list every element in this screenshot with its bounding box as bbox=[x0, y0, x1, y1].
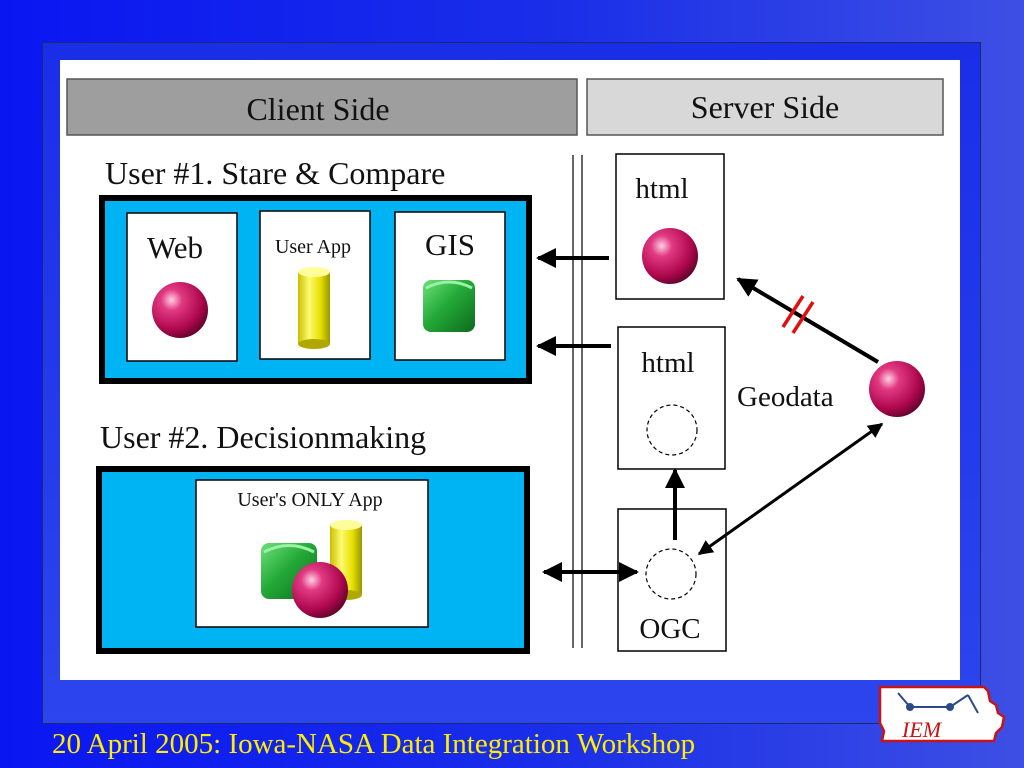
arrow-ogc-geodata bbox=[697, 422, 884, 556]
geodata-label: Geodata bbox=[737, 381, 834, 413]
web-sphere-icon bbox=[152, 282, 208, 338]
user1-title: User #1. Stare & Compare bbox=[105, 155, 445, 191]
footer-text: 20 April 2005: Iowa-NASA Data Integratio… bbox=[52, 728, 696, 760]
only-app-sphere-icon bbox=[292, 562, 348, 618]
server-side-header: Server Side bbox=[586, 78, 944, 136]
web-panel: Web bbox=[126, 212, 238, 362]
ogc-server-box: OGC bbox=[617, 508, 727, 652]
only-app-panel: User's ONLY App bbox=[195, 479, 429, 628]
html-label-1: html bbox=[635, 173, 688, 205]
only-app-label: User's ONLY App bbox=[237, 489, 382, 511]
server-side-label: Server Side bbox=[691, 89, 839, 125]
html-server-box-1: html bbox=[615, 153, 725, 300]
userapp-label: User App bbox=[275, 236, 351, 258]
html-label-2: html bbox=[641, 347, 694, 379]
gis-label: GIS bbox=[425, 227, 475, 262]
ogc-label: OGC bbox=[639, 613, 700, 645]
html-server-box-2: html bbox=[617, 326, 726, 470]
blocked-connection-mark bbox=[781, 295, 815, 334]
client-side-header: Client Side bbox=[66, 78, 578, 136]
user-app-panel: User App bbox=[259, 210, 371, 360]
ogc-dashed-placeholder-icon bbox=[645, 548, 697, 600]
geodata-sphere-icon bbox=[869, 361, 925, 417]
client-side-label: Client Side bbox=[246, 91, 389, 127]
architecture-diagram: Client Side Server Side User #1. Stare &… bbox=[66, 78, 944, 654]
logo-network-icon bbox=[897, 692, 979, 714]
user2-title: User #2. Decisionmaking bbox=[100, 419, 426, 455]
logo-text: IEM bbox=[901, 717, 943, 742]
html-dashed-placeholder-icon bbox=[646, 404, 698, 456]
diagram-canvas: Client Side Server Side User #1. Stare &… bbox=[60, 60, 960, 680]
user-app-cylinder-icon bbox=[298, 267, 330, 349]
html-sphere-icon bbox=[642, 228, 698, 284]
arrow-geodata-to-html1 bbox=[736, 277, 880, 364]
iem-logo: IEM bbox=[878, 685, 1006, 743]
gis-panel: GIS bbox=[394, 211, 506, 361]
web-label: Web bbox=[147, 230, 203, 265]
gis-cube-icon bbox=[423, 280, 475, 332]
